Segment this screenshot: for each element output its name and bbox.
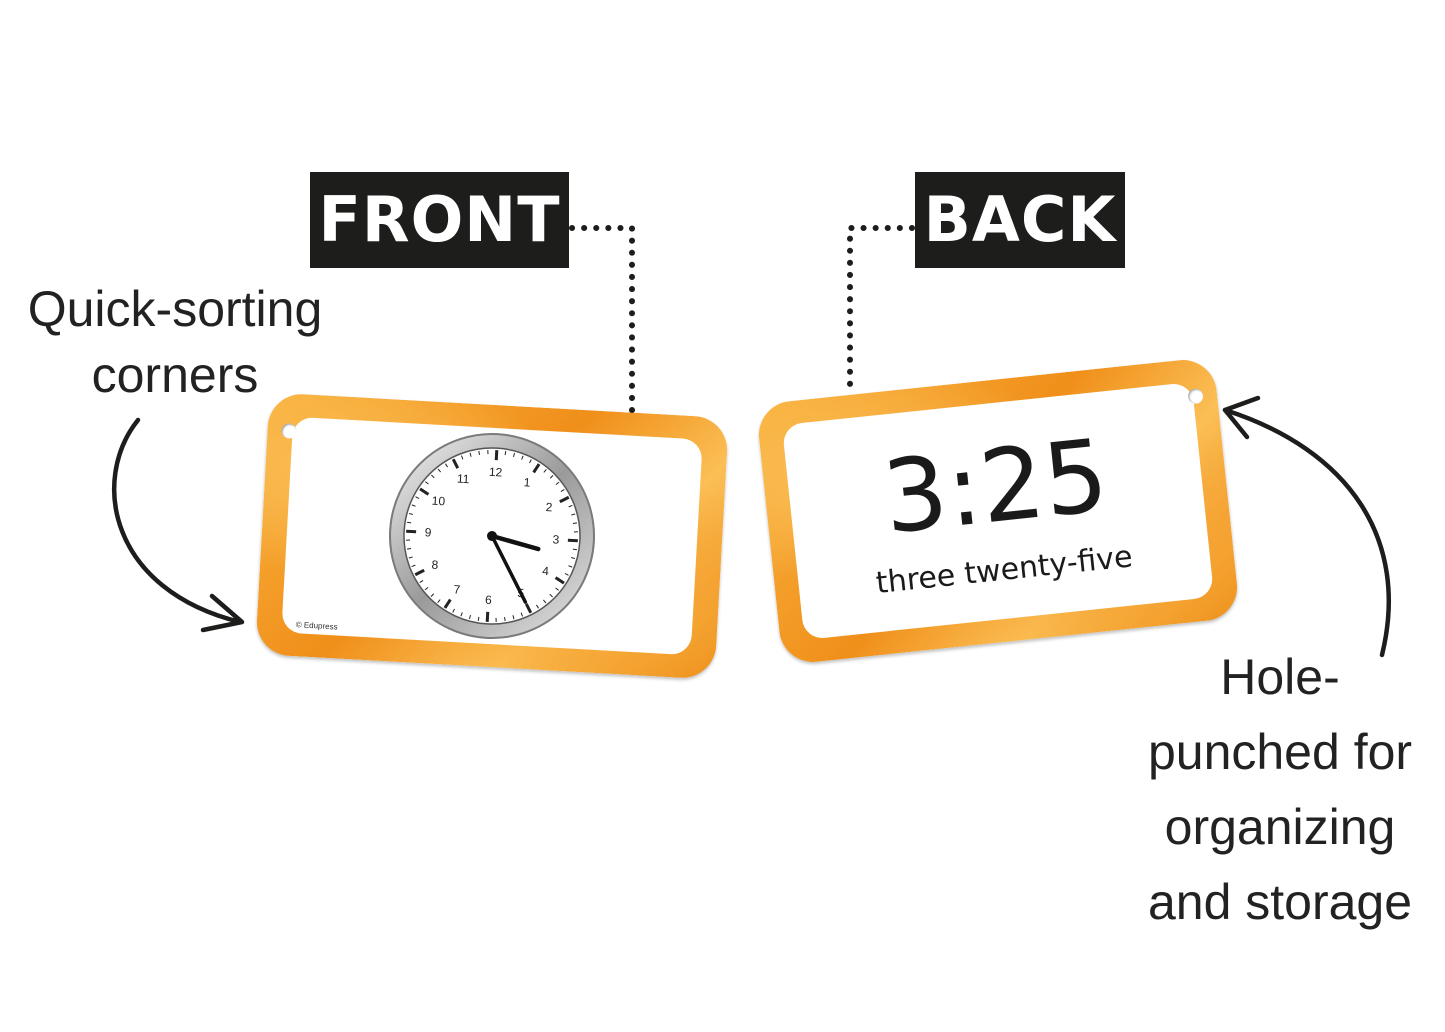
clock-number: 4 [542, 564, 550, 578]
clock-number: 10 [431, 494, 445, 509]
clock-minute-tick [542, 599, 547, 604]
clock-minute-tick [408, 556, 413, 559]
clock-minute-tick [520, 612, 524, 617]
clock-minute-tick [573, 531, 578, 533]
clock-minute-tick [411, 564, 416, 568]
clock-minute-tick [406, 539, 411, 541]
clock-minute-tick [571, 557, 576, 560]
clock-hour-tick [414, 568, 425, 577]
clock-minute-tick [430, 593, 435, 597]
clock-minute-tick [572, 548, 577, 551]
hole-punched-note: Hole- punched for organizing and storage [1120, 640, 1440, 940]
clock-minute-tick [477, 616, 480, 621]
front-card-face: 12 1 2 3 4 5 6 7 8 9 10 11 © Edupress [281, 416, 703, 656]
clock-minute-tick [568, 504, 573, 508]
clock-minute-tick [460, 612, 463, 617]
analog-clock: 12 1 2 3 4 5 6 7 8 9 10 11 [389, 433, 595, 639]
clock-minute-tick [452, 608, 455, 613]
clock-minute-tick [512, 615, 515, 620]
clock-hour-tick [524, 603, 533, 614]
clock-center-cap [487, 531, 497, 541]
clock-hour-tick [532, 463, 541, 474]
sorting-arrow [111, 417, 243, 625]
clock-number: 9 [424, 525, 432, 539]
front-flash-card: 12 1 2 3 4 5 6 7 8 9 10 11 © Edupress [255, 392, 729, 680]
clock-number: 8 [431, 558, 439, 572]
clock-minute-tick [513, 452, 516, 457]
clock-minute-tick [521, 455, 524, 460]
sorting-note-line: Quick-sorting [27, 281, 323, 337]
clock-hour-tick [419, 487, 430, 496]
clock-minute-tick [419, 580, 424, 584]
clock-minute-tick [529, 459, 532, 464]
clock-hour-tick [567, 538, 578, 543]
clock-minute-tick [572, 522, 578, 524]
clock-number: 2 [545, 500, 553, 514]
clock-hour-tick [485, 611, 490, 622]
sorting-corners-note: Quick-sorting corners [10, 276, 340, 408]
clock-minute-tick [411, 504, 416, 507]
clock-hour-tick [406, 529, 417, 534]
clock-numbers: 12 1 2 3 4 5 6 7 8 9 10 11 [424, 465, 560, 607]
clock-hour-tick [559, 495, 570, 504]
hole-arrowhead-icon [1222, 395, 1261, 440]
clock-minute-tick [460, 455, 464, 460]
clock-ticks [406, 450, 578, 622]
clock-minute-tick [437, 599, 441, 603]
clock-minute-tick [468, 615, 471, 620]
hole-arrow [1222, 407, 1392, 658]
clock-minute-tick [406, 548, 412, 550]
clock-minute-tick [571, 513, 576, 516]
clock-hour-tick [451, 458, 460, 469]
clock-minute-tick [504, 451, 507, 456]
clock-hour-tick [554, 576, 565, 585]
clock-minute-tick [444, 463, 448, 468]
clock-minute-tick [568, 565, 573, 568]
clock-minute-hand [490, 534, 528, 604]
clock-minute-tick [560, 488, 565, 492]
clock-minute-tick [431, 474, 435, 479]
punch-hole [1187, 387, 1204, 405]
clock-minute-tick [549, 593, 553, 598]
clock-minute-tick [407, 521, 412, 524]
clock-minute-tick [555, 481, 560, 486]
hole-note-line: punched for [1147, 724, 1413, 780]
hole-note-line: organizing [1164, 799, 1396, 855]
clock-minute-tick [495, 617, 497, 622]
clock-number: 3 [552, 532, 560, 546]
hole-note-line: and storage [1147, 874, 1413, 930]
clock-number: 1 [523, 475, 531, 489]
sorting-arrowhead-icon [200, 593, 245, 633]
back-label: BACK [915, 172, 1125, 268]
clock-minute-tick [408, 512, 413, 515]
clock-minute-tick [487, 450, 489, 455]
front-connector-line [569, 225, 635, 433]
clock-minute-tick [549, 475, 554, 479]
back-flash-card: 3:25 three twenty-five [755, 356, 1241, 666]
clock-minute-tick [536, 604, 540, 609]
clock-number: 12 [489, 465, 503, 480]
clock-minute-tick [415, 496, 420, 499]
clock-minute-tick [469, 452, 472, 457]
clock-minute-tick [425, 481, 429, 485]
clock-minute-tick [564, 573, 569, 576]
clock-hour-tick [494, 450, 499, 461]
clock-number: 6 [485, 593, 493, 607]
clock-number: 11 [457, 472, 471, 487]
front-label: FRONT [310, 172, 569, 268]
clock-hour-tick [443, 598, 452, 609]
clock-minute-tick [424, 586, 429, 591]
clock-hour-hand [489, 533, 541, 552]
clock-minute-tick [555, 587, 559, 591]
clock-number: 7 [453, 582, 461, 596]
back-connector-line [847, 225, 915, 395]
sorting-note-line: corners [91, 347, 259, 403]
back-card-face: 3:25 three twenty-five [781, 382, 1215, 640]
clock-minute-tick [478, 450, 480, 456]
clock-minute-tick [543, 469, 547, 473]
hole-note-line: Hole- [1220, 649, 1340, 705]
clock-minute-tick [437, 468, 442, 473]
clock-minute-tick [504, 616, 506, 622]
